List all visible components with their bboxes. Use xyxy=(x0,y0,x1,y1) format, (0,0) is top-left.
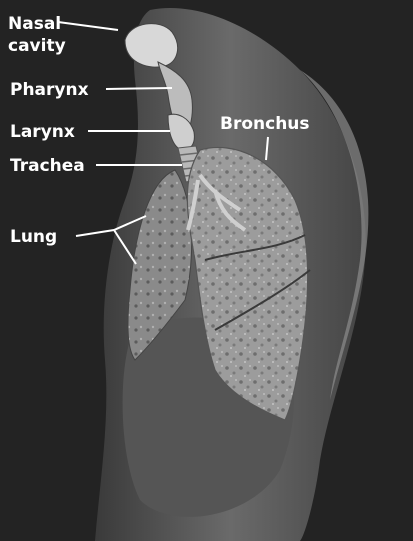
label-pharynx: Pharynx xyxy=(10,80,89,100)
label-larynx: Larynx xyxy=(10,122,75,142)
leader-pharynx xyxy=(106,88,172,89)
label-lung: Lung xyxy=(10,227,57,247)
label-nasal-line1: Nasal xyxy=(8,14,61,34)
label-nasal-line2: cavity xyxy=(8,36,66,56)
label-trachea: Trachea xyxy=(10,156,85,176)
label-bronchus: Bronchus xyxy=(220,114,310,134)
